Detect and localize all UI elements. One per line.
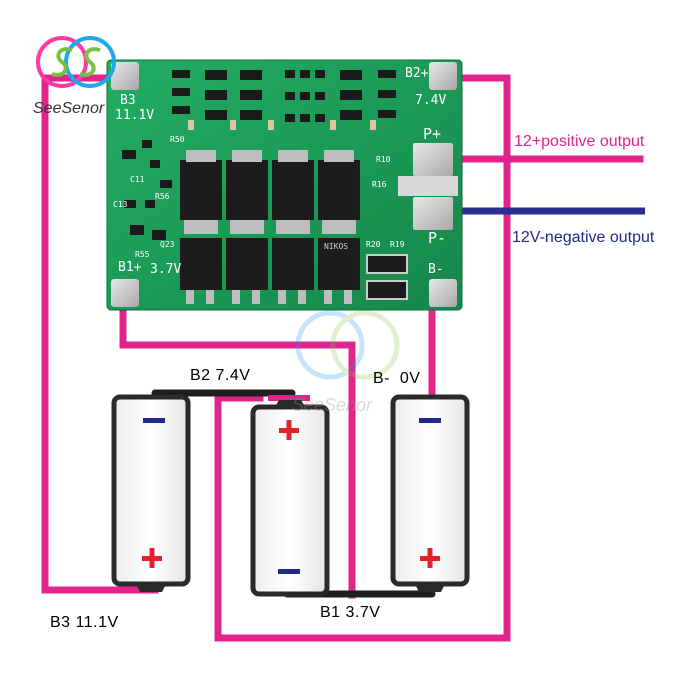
board-label-74v: 7.4V (415, 93, 447, 108)
battery-minus-icon (419, 418, 441, 423)
pad-b3 (111, 62, 139, 90)
board-label-q23: Q23 (160, 240, 175, 249)
battery-minus-icon (143, 418, 165, 423)
resistor-array-top (172, 70, 396, 122)
battery-1 (111, 394, 191, 592)
board-label-pplus: P+ (423, 125, 442, 143)
pink-wires (41, 74, 644, 642)
board-label-r50: R50 (170, 135, 185, 144)
pad-pminus (413, 197, 453, 230)
battery-plus-icon (279, 420, 299, 440)
mosfet-marking: NIKOS (324, 242, 349, 251)
label-b1: B1 3.7V (320, 604, 381, 621)
label-b3: B3 11.1V (50, 614, 119, 631)
label-b2: B2 7.4V (190, 367, 251, 384)
board-label-r10: R10 (376, 155, 391, 164)
positive-output-label: 12+positive output (514, 133, 645, 150)
board-label-pminus: P- (428, 229, 447, 247)
shunt-resistor-1 (366, 254, 408, 274)
pad-b2 (429, 62, 457, 90)
board-label-r20: R20 (366, 240, 381, 249)
bms-board (106, 59, 463, 311)
board-label-b2plus: B2+ (405, 66, 429, 81)
board-label-bminus: B- (428, 262, 444, 277)
battery-2 (250, 400, 330, 597)
pad-pplus (413, 143, 453, 176)
board-label-r55: R55 (135, 250, 150, 259)
board-label-37v: 3.7V (150, 262, 182, 277)
double-s-logo-icon (36, 36, 116, 88)
negative-output-label: 12V-negative output (512, 229, 655, 246)
board-label-b3: B3 (120, 93, 136, 108)
battery-plus-icon (420, 548, 440, 568)
mosfet-row-top (180, 150, 360, 234)
board-label-b1plus: B1+ (118, 260, 142, 275)
wire-b3 (41, 74, 159, 594)
board-label-c11: C11 (130, 175, 145, 184)
watermark-logo-icon (295, 310, 400, 380)
battery-plus-icon (142, 548, 162, 568)
shunt-resistor-2 (366, 280, 408, 300)
board-label-r19: R19 (390, 240, 405, 249)
battery-3 (390, 394, 470, 592)
battery-minus-icon (278, 569, 300, 574)
board-label-11v: 11.1V (115, 108, 155, 123)
watermark-text: SeeSenor (292, 395, 373, 415)
mosfet-row-bottom (180, 238, 360, 304)
wire-b2-outer (214, 74, 511, 642)
board-label-r56: R56 (155, 192, 170, 201)
board-label-c13: C13 (113, 200, 128, 209)
pad-b1 (111, 279, 139, 307)
pad-bminus (429, 279, 457, 307)
label-b-minus: B- 0V (373, 370, 421, 387)
brand-name: SeeSenor (33, 100, 105, 117)
board-label-r16: R16 (372, 180, 387, 189)
wire-b1 (119, 306, 356, 599)
